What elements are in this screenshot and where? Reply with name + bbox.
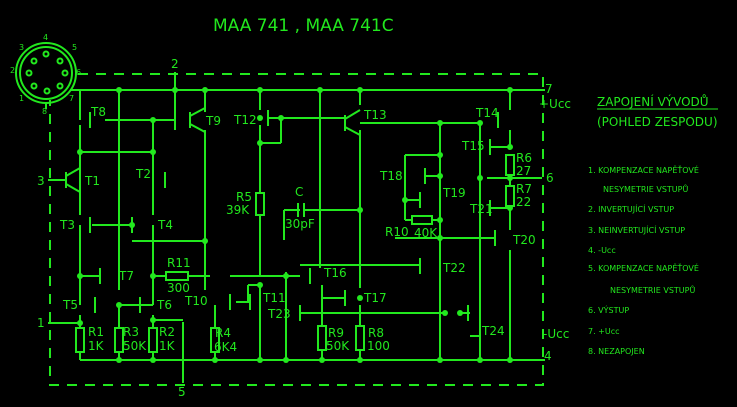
pkg-pin-2: 2 bbox=[10, 66, 15, 75]
vcc-pos-label: +Ucc bbox=[539, 97, 571, 111]
label-t2: T2 bbox=[135, 167, 151, 181]
label-t16: T16 bbox=[323, 266, 347, 280]
pin6-label: 6 bbox=[546, 171, 554, 185]
resistor-r11 bbox=[165, 271, 189, 281]
resistor-r9 bbox=[317, 325, 327, 351]
label-t13: T13 bbox=[363, 108, 387, 122]
resistor-r2 bbox=[148, 327, 158, 353]
label-r3: R3 bbox=[123, 325, 139, 339]
resistor-r10 bbox=[411, 215, 433, 225]
value-r6: 27 bbox=[516, 164, 531, 178]
resistor-r6 bbox=[505, 154, 515, 176]
label-t14: T14 bbox=[475, 106, 499, 120]
label-t19: T19 bbox=[442, 186, 466, 200]
resistor-r7 bbox=[505, 185, 515, 207]
package-pinout-icon: 4 3 5 2 6 1 7 8 bbox=[10, 33, 81, 116]
label-r2: R2 bbox=[159, 325, 175, 339]
label-t10: T10 bbox=[184, 294, 208, 308]
label-t18: T18 bbox=[379, 169, 403, 183]
label-t24: T24 bbox=[481, 324, 505, 338]
label-t12: T12 bbox=[233, 113, 257, 127]
label-t11: T11 bbox=[262, 291, 286, 305]
pkg-pin-7: 7 bbox=[69, 94, 74, 103]
legend-item-2: 2. INVERTUJÍCÍ VSTUP bbox=[588, 203, 674, 214]
pinout-legend: ZAPOJENÍ VÝVODŮ (POHLED ZESPODU) 1. KOMP… bbox=[588, 94, 718, 356]
vcc-neg-label: -Ucc bbox=[543, 327, 569, 341]
label-t6: T6 bbox=[156, 298, 172, 312]
transistor-labels: T1 T2 T3 T4 T5 T6 T7 T8 T9 T10 T11 T12 T… bbox=[59, 105, 536, 338]
label-r4: R4 bbox=[215, 326, 231, 340]
label-c: C bbox=[295, 185, 303, 199]
resistor-r4 bbox=[210, 327, 220, 353]
value-r3: 50K bbox=[123, 339, 147, 353]
value-r1: 1K bbox=[88, 339, 105, 353]
label-r9: R9 bbox=[328, 326, 344, 340]
pkg-pin-3: 3 bbox=[19, 43, 24, 52]
label-r8: R8 bbox=[368, 326, 384, 340]
value-r8: 100 bbox=[367, 339, 390, 353]
legend-item-1: 1. KOMPENZACE NAPĚŤOVÉ bbox=[588, 164, 699, 175]
pkg-pin-1: 1 bbox=[19, 94, 24, 103]
resistor-r1 bbox=[75, 327, 85, 353]
pkg-pin-4: 4 bbox=[43, 33, 48, 42]
label-t15: T15 bbox=[461, 139, 485, 153]
label-t22: T22 bbox=[442, 261, 466, 275]
pin5-label: 5 bbox=[178, 385, 186, 399]
pin1-label: 1 bbox=[37, 316, 45, 330]
legend-item-5b: NESYMETRIE VSTUPŮ bbox=[610, 284, 695, 295]
label-t20: T20 bbox=[512, 233, 536, 247]
label-r11: R11 bbox=[167, 256, 191, 270]
value-r2: 1K bbox=[159, 339, 176, 353]
value-c: 30pF bbox=[285, 217, 315, 231]
label-t9: T9 bbox=[205, 114, 221, 128]
label-r10: R10 bbox=[385, 225, 409, 239]
schematic-title: MAA 741 , MAA 741C bbox=[213, 16, 394, 36]
label-t4: T4 bbox=[157, 218, 173, 232]
legend-item-8: 8. NEZAPOJEN bbox=[588, 347, 645, 356]
legend-item-3: 3. NEINVERTUJÍCÍ VSTUP bbox=[588, 224, 685, 235]
component-labels: R1 1K R3 50K R2 1K R4 6K4 R5 39K R9 50K … bbox=[88, 151, 532, 354]
legend-subheading: (POHLED ZESPODU) bbox=[597, 115, 718, 129]
label-r1: R1 bbox=[88, 325, 104, 339]
pin2-label: 2 bbox=[171, 57, 179, 71]
value-r11: 300 bbox=[167, 281, 190, 295]
legend-heading: ZAPOJENÍ VÝVODŮ bbox=[597, 94, 709, 109]
package-outline bbox=[49, 73, 544, 386]
label-t21: T21 bbox=[469, 202, 493, 216]
legend-item-5: 5. KOMPENZACE NAPĚŤOVÉ bbox=[588, 262, 699, 273]
pin4-label: 4 bbox=[544, 349, 552, 363]
resistor-r5 bbox=[255, 192, 265, 216]
value-r7: 22 bbox=[516, 195, 531, 209]
value-r4: 6K4 bbox=[214, 340, 237, 354]
pin3-label: 3 bbox=[37, 174, 45, 188]
resistor-r3 bbox=[114, 327, 124, 353]
legend-item-4: 4. -Ucc bbox=[588, 246, 616, 255]
value-r9: 50K bbox=[326, 339, 350, 353]
label-t23: T23 bbox=[267, 307, 291, 321]
label-t8: T8 bbox=[90, 105, 106, 119]
label-t7: T7 bbox=[118, 269, 134, 283]
value-r5: 39K bbox=[226, 203, 250, 217]
label-t1: T1 bbox=[84, 174, 100, 188]
label-t17: T17 bbox=[363, 291, 387, 305]
pin7-label: 7 bbox=[545, 82, 553, 96]
pkg-pin-5: 5 bbox=[72, 43, 77, 52]
resistors bbox=[75, 154, 515, 353]
label-t5: T5 bbox=[62, 298, 78, 312]
label-r7: R7 bbox=[516, 182, 532, 196]
label-r5: R5 bbox=[236, 190, 252, 204]
transistor-symbols bbox=[65, 107, 499, 321]
label-r6: R6 bbox=[516, 151, 532, 165]
legend-item-6: 6. VÝSTUP bbox=[588, 304, 629, 315]
label-t3: T3 bbox=[59, 218, 75, 232]
pkg-pin-8: 8 bbox=[42, 107, 47, 116]
legend-item-1b: NESYMETRIE VSTUPŮ bbox=[603, 183, 688, 194]
legend-item-7: 7. +Ucc bbox=[588, 327, 620, 336]
pkg-pin-6: 6 bbox=[76, 68, 81, 77]
junction-dots bbox=[77, 87, 513, 363]
value-r10: 40K bbox=[414, 226, 438, 240]
resistor-r8 bbox=[355, 325, 365, 351]
